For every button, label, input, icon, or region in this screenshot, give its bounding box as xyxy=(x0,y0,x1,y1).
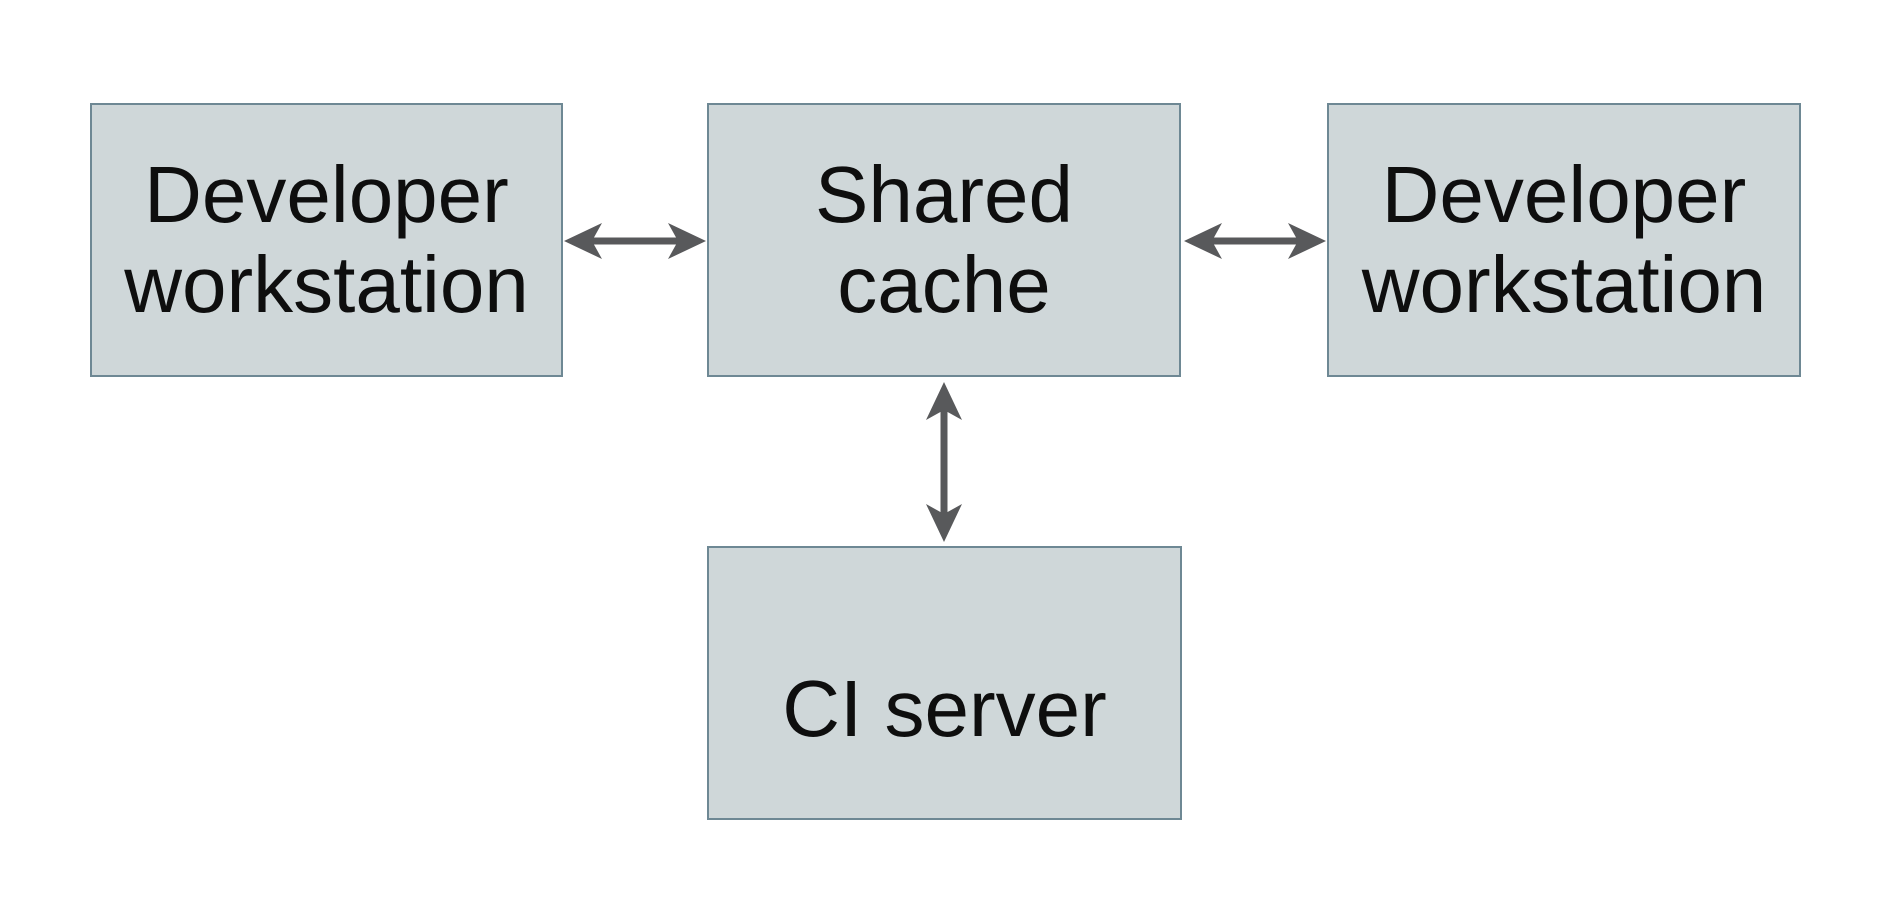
bidirectional-arrow-shared-cache-ci-server xyxy=(926,382,962,542)
node-developer-workstation-left: Developer workstation xyxy=(90,103,563,377)
node-label-developer-workstation-right: Developer workstation xyxy=(1361,149,1767,329)
bidirectional-arrow-left-workstation-shared-cache xyxy=(564,223,706,259)
node-label-shared-cache: Shared cache xyxy=(815,149,1073,329)
node-shared-cache: Shared cache xyxy=(707,103,1181,377)
bidirectional-arrow-shared-cache-right-workstation xyxy=(1184,223,1326,259)
node-developer-workstation-right: Developer workstation xyxy=(1327,103,1801,377)
node-ci-server: CI server xyxy=(707,546,1182,820)
node-label-developer-workstation-left: Developer workstation xyxy=(124,149,529,329)
node-label-ci-server: CI server xyxy=(782,664,1107,754)
